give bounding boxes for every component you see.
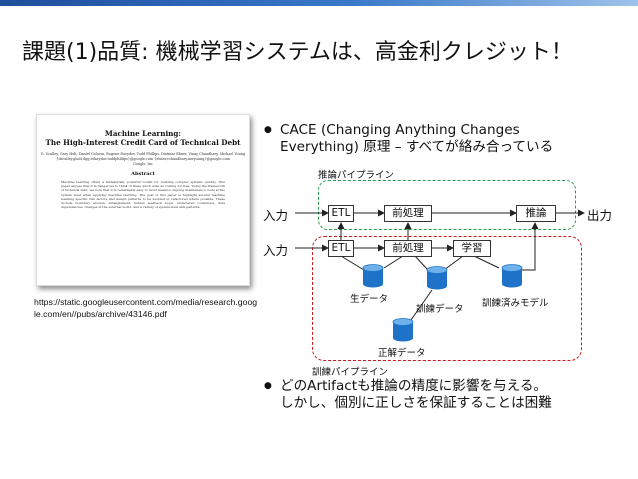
preprocess-box-top: 前処理 <box>384 205 432 222</box>
bullet-line: CACE (Changing Anything Changes <box>280 122 520 138</box>
trained-model-store-icon <box>501 264 523 288</box>
training-pipeline-region <box>312 236 582 361</box>
training-box: 学習 <box>453 240 491 257</box>
bullet-cace: ● CACE (Changing Anything Changes Everyt… <box>264 122 553 156</box>
inference-box: 推論 <box>516 205 556 222</box>
ground-truth-label: 正解データ <box>378 348 426 359</box>
arrow-model-inference <box>513 222 539 271</box>
paper-url[interactable]: https://static.googleusercontent.com/med… <box>34 297 258 319</box>
paper-thumbnail: Machine Learning: The High-Interest Cred… <box>36 114 250 286</box>
link-rawdata-preprocess <box>383 255 404 269</box>
bullet-line: しかし、個別に正しさを保証することは困難 <box>280 395 552 411</box>
paper-authors: D. Sculley, Gary Holt, Daniel Golovin, E… <box>40 152 246 166</box>
etl-box-top: ETL <box>328 205 354 222</box>
bullet-artifact: ● どのArtifactも推論の精度に影響を与える。 しかし、個別に正しさを保証… <box>264 378 552 412</box>
paper-abstract-heading: Abstract <box>131 171 155 177</box>
link-trainingdata-training <box>443 255 464 271</box>
input-top-label: 入力 <box>263 208 289 223</box>
preprocess-box-bottom: 前処理 <box>384 240 432 257</box>
paper-abstract-text: Machine learning offers a fantastically … <box>61 180 225 210</box>
ground-truth-store-icon <box>392 318 414 342</box>
top-accent-bar <box>0 0 638 6</box>
paper-title: Machine Learning: The High-Interest Cred… <box>45 129 241 147</box>
trained-model-label: 訓練済みモデル <box>482 298 549 309</box>
bullet-line: Everything) 原理 – すべてが絡み合っている <box>280 139 554 155</box>
raw-data-store-icon <box>362 264 384 288</box>
inference-pipeline-region <box>318 180 576 230</box>
raw-data-label: 生データ <box>350 294 389 305</box>
training-pipeline-label: 訓練パイプライン <box>312 367 389 378</box>
output-label: 出力 <box>587 208 613 223</box>
training-data-store-icon <box>426 266 448 290</box>
bullet-dot-icon: ● <box>264 125 272 135</box>
link-etl-rawdata <box>340 255 365 271</box>
link-training-model <box>473 255 500 269</box>
input-bottom-label: 入力 <box>263 243 289 258</box>
bullet-line: どのArtifactも推論の精度に影響を与える。 <box>280 378 548 394</box>
link-preprocess-trainingdata <box>414 255 429 271</box>
link-groundtruth-trainingdata <box>410 289 433 321</box>
bullet-dot-icon: ● <box>264 381 272 391</box>
etl-box-bottom: ETL <box>328 240 354 257</box>
training-data-label: 訓練データ <box>416 304 464 315</box>
slide-title: 課題(1)品質: 機械学習システムは、高金利クレジット！ <box>22 40 573 65</box>
inference-pipeline-label: 推論パイプライン <box>318 170 395 181</box>
